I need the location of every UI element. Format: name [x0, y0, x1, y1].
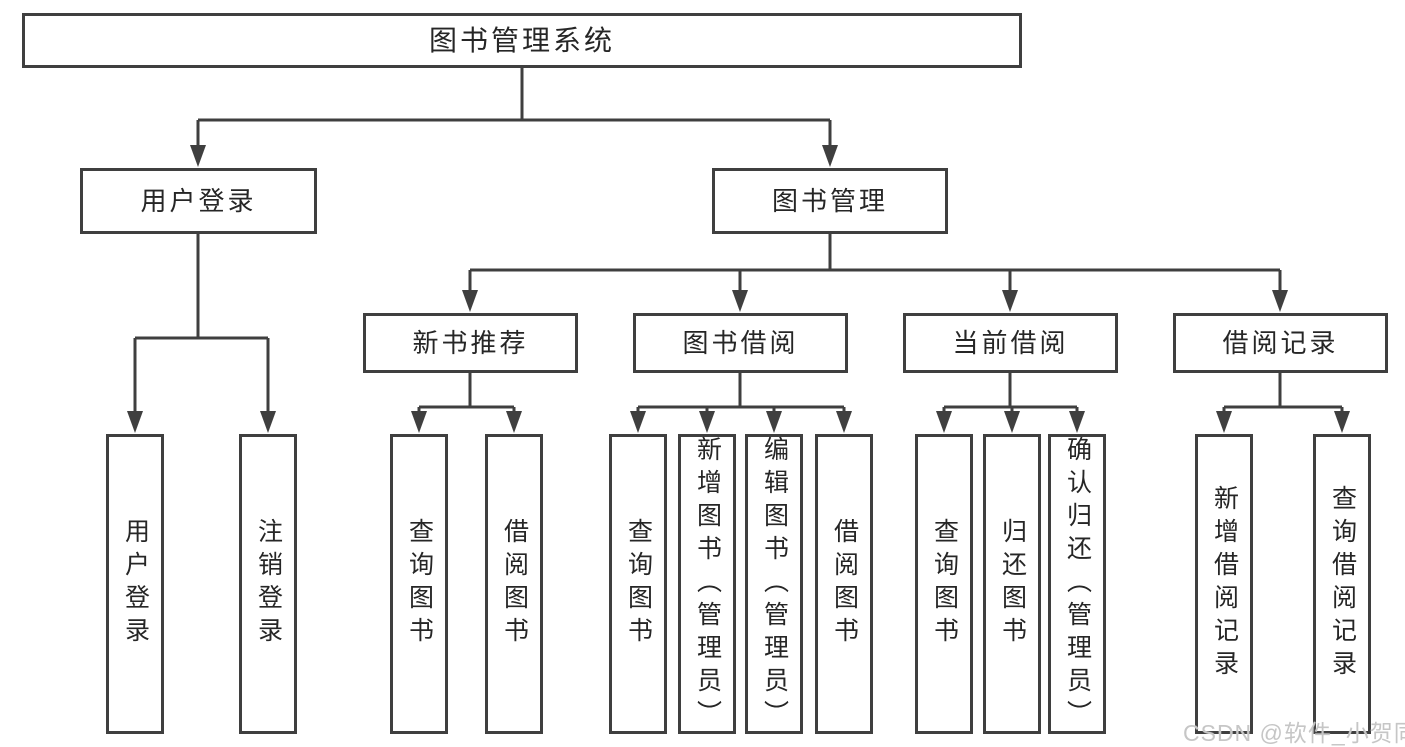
node-query-books-current: 查询图书 [915, 434, 973, 734]
node-current-borrowing: 当前借阅 [903, 313, 1118, 373]
node-label: 查询借阅记录 [1328, 485, 1357, 683]
arrowheads [127, 145, 1350, 433]
node-query-borrow-record: 查询借阅记录 [1313, 434, 1371, 734]
node-label: 归还图书 [998, 518, 1027, 650]
node-label: 新增借阅记录 [1210, 485, 1239, 683]
node-new-book-recommend: 新书推荐 [363, 313, 578, 373]
node-query-books-recommend: 查询图书 [390, 434, 448, 734]
node-borrow-books-borrowing: 借阅图书 [815, 434, 873, 734]
node-return-book: 归还图书 [983, 434, 1041, 734]
node-label: 借阅记录 [1222, 328, 1339, 358]
node-logout-leaf: 注销登录 [239, 434, 297, 734]
node-borrow-books-recommend: 借阅图书 [485, 434, 543, 734]
node-label: 图书借阅 [682, 328, 799, 358]
node-book-borrowing: 图书借阅 [633, 313, 848, 373]
node-borrowing-records: 借阅记录 [1173, 313, 1388, 373]
node-label: 查询图书 [405, 518, 434, 650]
node-label: 用户登录 [121, 518, 150, 650]
node-user-login-branch: 用户登录 [80, 168, 317, 234]
node-label: 图书管理 [771, 186, 888, 216]
node-label: 查询图书 [624, 518, 653, 650]
node-add-borrow-record: 新增借阅记录 [1195, 434, 1253, 734]
node-label: 新书推荐 [412, 328, 529, 358]
node-label: 图书管理系统 [428, 24, 615, 56]
node-confirm-return-admin: 确认归还（管理员） [1048, 434, 1106, 734]
node-query-books-borrowing: 查询图书 [609, 434, 667, 734]
node-label: 确认归还（管理员） [1063, 435, 1092, 733]
node-label: 借阅图书 [500, 518, 529, 650]
node-label: 当前借阅 [952, 328, 1069, 358]
node-user-login-leaf: 用户登录 [106, 434, 164, 734]
node-label: 借阅图书 [830, 518, 859, 650]
node-book-management-branch: 图书管理 [712, 168, 948, 234]
node-add-book-admin: 新增图书（管理员） [678, 434, 736, 734]
watermark: CSDN @软件_小贺同学 [1183, 720, 1405, 746]
node-label: 用户登录 [140, 186, 257, 216]
node-label: 编辑图书（管理员） [760, 435, 789, 733]
node-edit-book-admin: 编辑图书（管理员） [745, 434, 803, 734]
node-label: 新增图书（管理员） [693, 435, 722, 733]
node-label: 查询图书 [930, 518, 959, 650]
node-label: 注销登录 [254, 518, 283, 650]
node-root-system: 图书管理系统 [22, 13, 1022, 68]
